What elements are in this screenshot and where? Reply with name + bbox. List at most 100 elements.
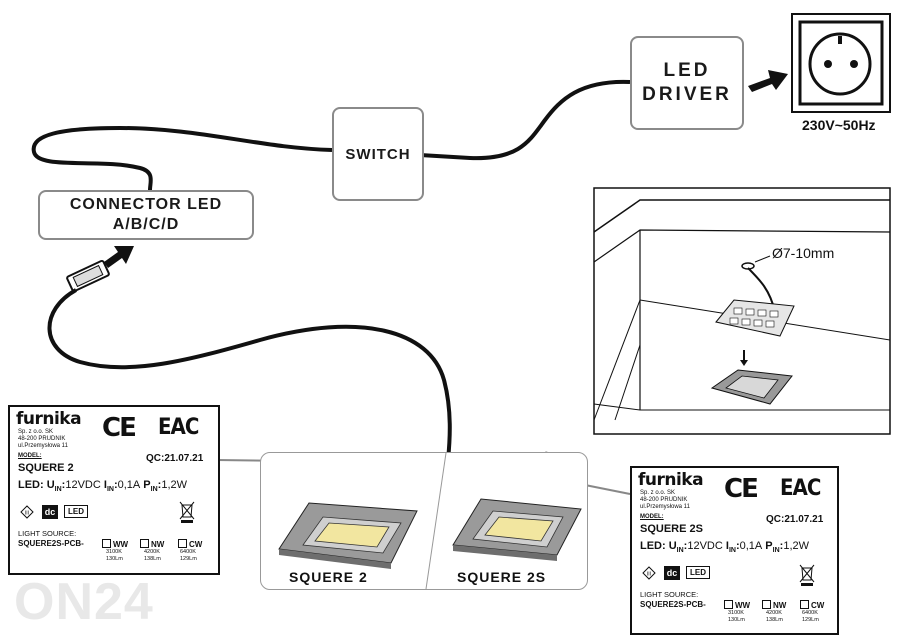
cable-switch-connector [31,125,333,191]
option-lumen: 130Lm [728,617,745,623]
qc-date: QC:21.07.21 [766,514,824,525]
hole-diameter-label: Ø7-10mm [772,245,835,261]
electrical-specs: LED: UIN:12VDC IIN:0,1A PIN:1,2W [18,479,188,494]
checkbox [140,539,149,548]
product-label-squere2: SQUERE 2 [289,569,368,585]
cabinet-install-illustration [593,187,891,435]
address: Sp. z o.o. SK 48-200 PRUDNIK ul.Przemysł… [640,490,690,511]
led-symbol: LED [686,566,710,579]
dc-symbol: dc [664,566,680,580]
option-cw: CW [800,600,824,610]
spec-card-squere2: furnika Sp. z o.o. SK 48-200 PRUDNIK ul.… [8,405,220,575]
voltage: 12VDC [687,540,723,552]
checkbox [178,539,187,548]
class-iii-icon: III [20,505,34,519]
current: 0,1A [117,479,141,491]
option-cw: CW [178,539,202,549]
address-line: 48-200 PRUDNIK [640,497,688,503]
option-nw: NW [140,539,164,549]
wall-socket-icon [791,13,891,113]
ce-mark: CE [102,413,137,443]
model-name: SQUERE 2S [640,523,703,535]
model-name: SQUERE 2 [18,462,74,474]
option-kelvin: 4200K [766,610,782,616]
watermark: ON24 [14,573,154,631]
option-nw: NW [762,600,786,610]
socket-voltage-label: 230V~50Hz [802,117,876,133]
option-code: NW [151,540,165,549]
option-lumen: 129Lm [180,556,197,562]
weee-bin-icon [799,564,815,586]
brand-logo: furnika [638,470,704,490]
electrical-specs: LED: UIN:12VDC IIN:0,1A PIN:1,2W [640,540,810,555]
ce-mark: CE [724,474,759,504]
light-source-code: SQUERE2S-PCB- [18,539,84,548]
light-source-label: LIGHT SOURCE: [640,590,699,599]
squere2s-lamp-icon [452,498,582,561]
brand-logo: furnika [16,409,82,429]
products-panel: SQUERE 2 SQUERE 2S [260,452,588,590]
option-kelvin: 6400K [802,610,818,616]
light-source-label: LIGHT SOURCE: [18,529,77,538]
weee-bin-icon [179,501,195,523]
address: Sp. z o.o. SK 48-200 PRUDNIK ul.Przemysł… [18,429,68,450]
checkbox [762,600,771,609]
eac-mark: EAC [780,476,821,501]
light-source-code: SQUERE2S-PCB- [640,600,706,609]
checkbox [800,600,809,609]
option-code: CW [189,540,203,549]
switch-box: SWITCH [332,107,424,201]
power: 1,2W [783,540,810,552]
option-lumen: 138Lm [766,617,783,623]
address-line: Sp. z o.o. SK [640,490,676,496]
option-ww: WW [724,600,750,610]
option-kelvin: 4200K [144,549,160,555]
driver-line1: LED [663,60,711,81]
cable-driver-switch [419,79,631,161]
dc-symbol: dc [42,505,58,519]
option-code: WW [735,601,751,610]
squere2-lamp-icon [278,502,418,569]
arrow-to-socket [748,70,788,92]
option-kelvin: 3100K [728,610,744,616]
address-line: Sp. z o.o. SK [18,429,54,435]
qc-date: QC:21.07.21 [146,453,204,464]
option-ww: WW [102,539,128,549]
switch-label: SWITCH [345,145,411,163]
leader-card2 [579,483,631,495]
option-lumen: 129Lm [802,617,819,623]
products-illustration [278,453,582,589]
connector-line1: CONNECTOR LED [69,196,223,213]
option-code: WW [113,540,129,549]
product-label-squere2s: SQUERE 2S [457,569,547,585]
option-kelvin: 6400K [180,549,196,555]
checkbox [102,539,111,548]
spec-card-squere2s: furnika Sp. z o.o. SK 48-200 PRUDNIK ul.… [630,466,839,635]
svg-text:III: III [647,572,651,578]
model-label: MODEL: [640,514,664,520]
driver-line2: DRIVER [642,84,732,105]
option-lumen: 138Lm [144,556,161,562]
voltage: 12VDC [65,479,101,491]
address-line: ul.Przemysłowa 11 [640,504,690,510]
connector-box: CONNECTOR LED A/B/C/D [38,190,254,240]
led-symbol: LED [64,505,88,518]
connector-line2: A/B/C/D [112,216,180,233]
current: 0,1A [739,540,763,552]
option-lumen: 130Lm [106,556,123,562]
connector-plug-icon [66,259,110,293]
arrow-to-connector [104,246,134,268]
option-kelvin: 3100K [106,549,122,555]
eac-mark: EAC [158,415,199,440]
address-line: 48-200 PRUDNIK [18,436,66,442]
address-line: ul.Przemysłowa 11 [18,443,68,449]
option-code: CW [811,601,825,610]
cable-connector-lamp [47,288,452,461]
power: 1,2W [161,479,188,491]
